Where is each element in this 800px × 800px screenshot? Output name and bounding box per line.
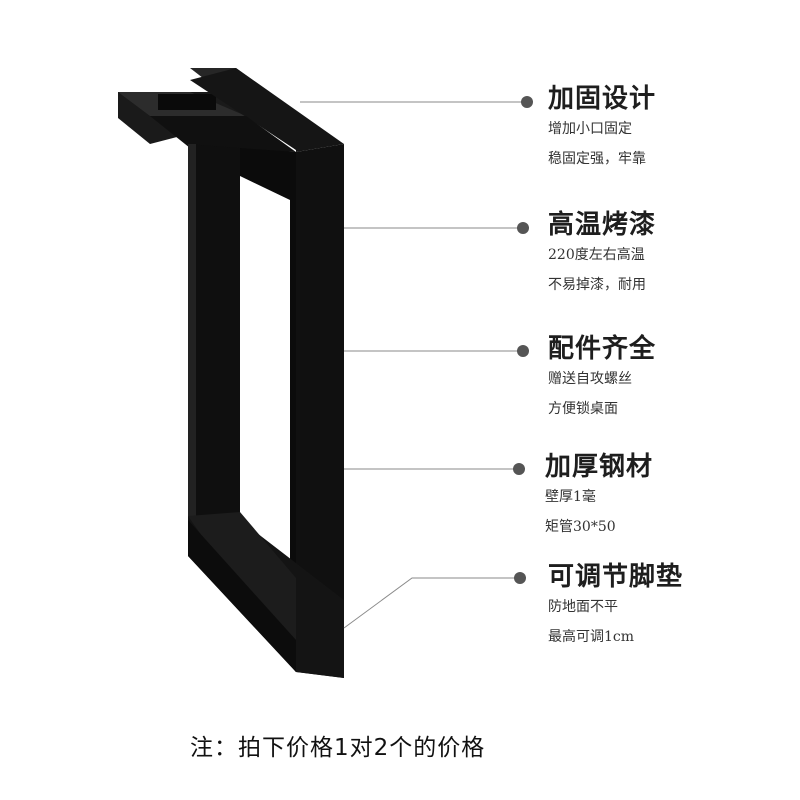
mounting-slot (158, 94, 216, 110)
feature-title: 加固设计 (548, 84, 657, 114)
feature-detail: 不易掉漆，耐用 (548, 277, 646, 293)
feature-adjustable-pads: 可调节脚垫 防地面不平 最高可调1cm (548, 562, 788, 652)
feature-reinforced-design: 加固设计 增加小口固定 稳固定强，牢靠 (548, 84, 788, 174)
feature-title: 加厚钢材 (545, 452, 654, 482)
price-note: 注：拍下价格1对2个的价格 (190, 735, 486, 761)
feature-detail: 壁厚1毫 (545, 489, 596, 505)
feature-title: 可调节脚垫 (548, 562, 684, 592)
leg-left-post (188, 144, 240, 520)
leg-top-bar-face (150, 116, 296, 152)
leg-right-post (296, 144, 344, 678)
feature-accessories: 配件齐全 赠送自攻螺丝 方便锁桌面 (548, 334, 788, 424)
leg-bottom-bar-face (188, 520, 296, 672)
feature-detail: 防地面不平 (548, 599, 618, 615)
feature-detail: 赠送自攻螺丝 (548, 371, 632, 387)
feature-detail: 最高可调1cm (548, 629, 635, 645)
feature-thick-steel: 加厚钢材 壁厚1毫 矩管30*50 (545, 452, 785, 542)
leg-frame-opening (240, 176, 290, 578)
feature-detail: 矩管30*50 (545, 519, 616, 535)
feature-title: 配件齐全 (548, 334, 657, 364)
feature-baked-paint: 高温烤漆 220度左右高温 不易掉漆，耐用 (548, 210, 788, 300)
feature-detail: 稳固定强，牢靠 (548, 151, 646, 167)
leg-left-post-side (188, 144, 196, 516)
feature-detail: 方便锁桌面 (548, 401, 618, 417)
feature-detail: 增加小口固定 (548, 121, 632, 137)
feature-detail: 220度左右高温 (548, 247, 645, 263)
leg-top-bar (190, 68, 344, 152)
feature-title: 高温烤漆 (548, 210, 657, 240)
